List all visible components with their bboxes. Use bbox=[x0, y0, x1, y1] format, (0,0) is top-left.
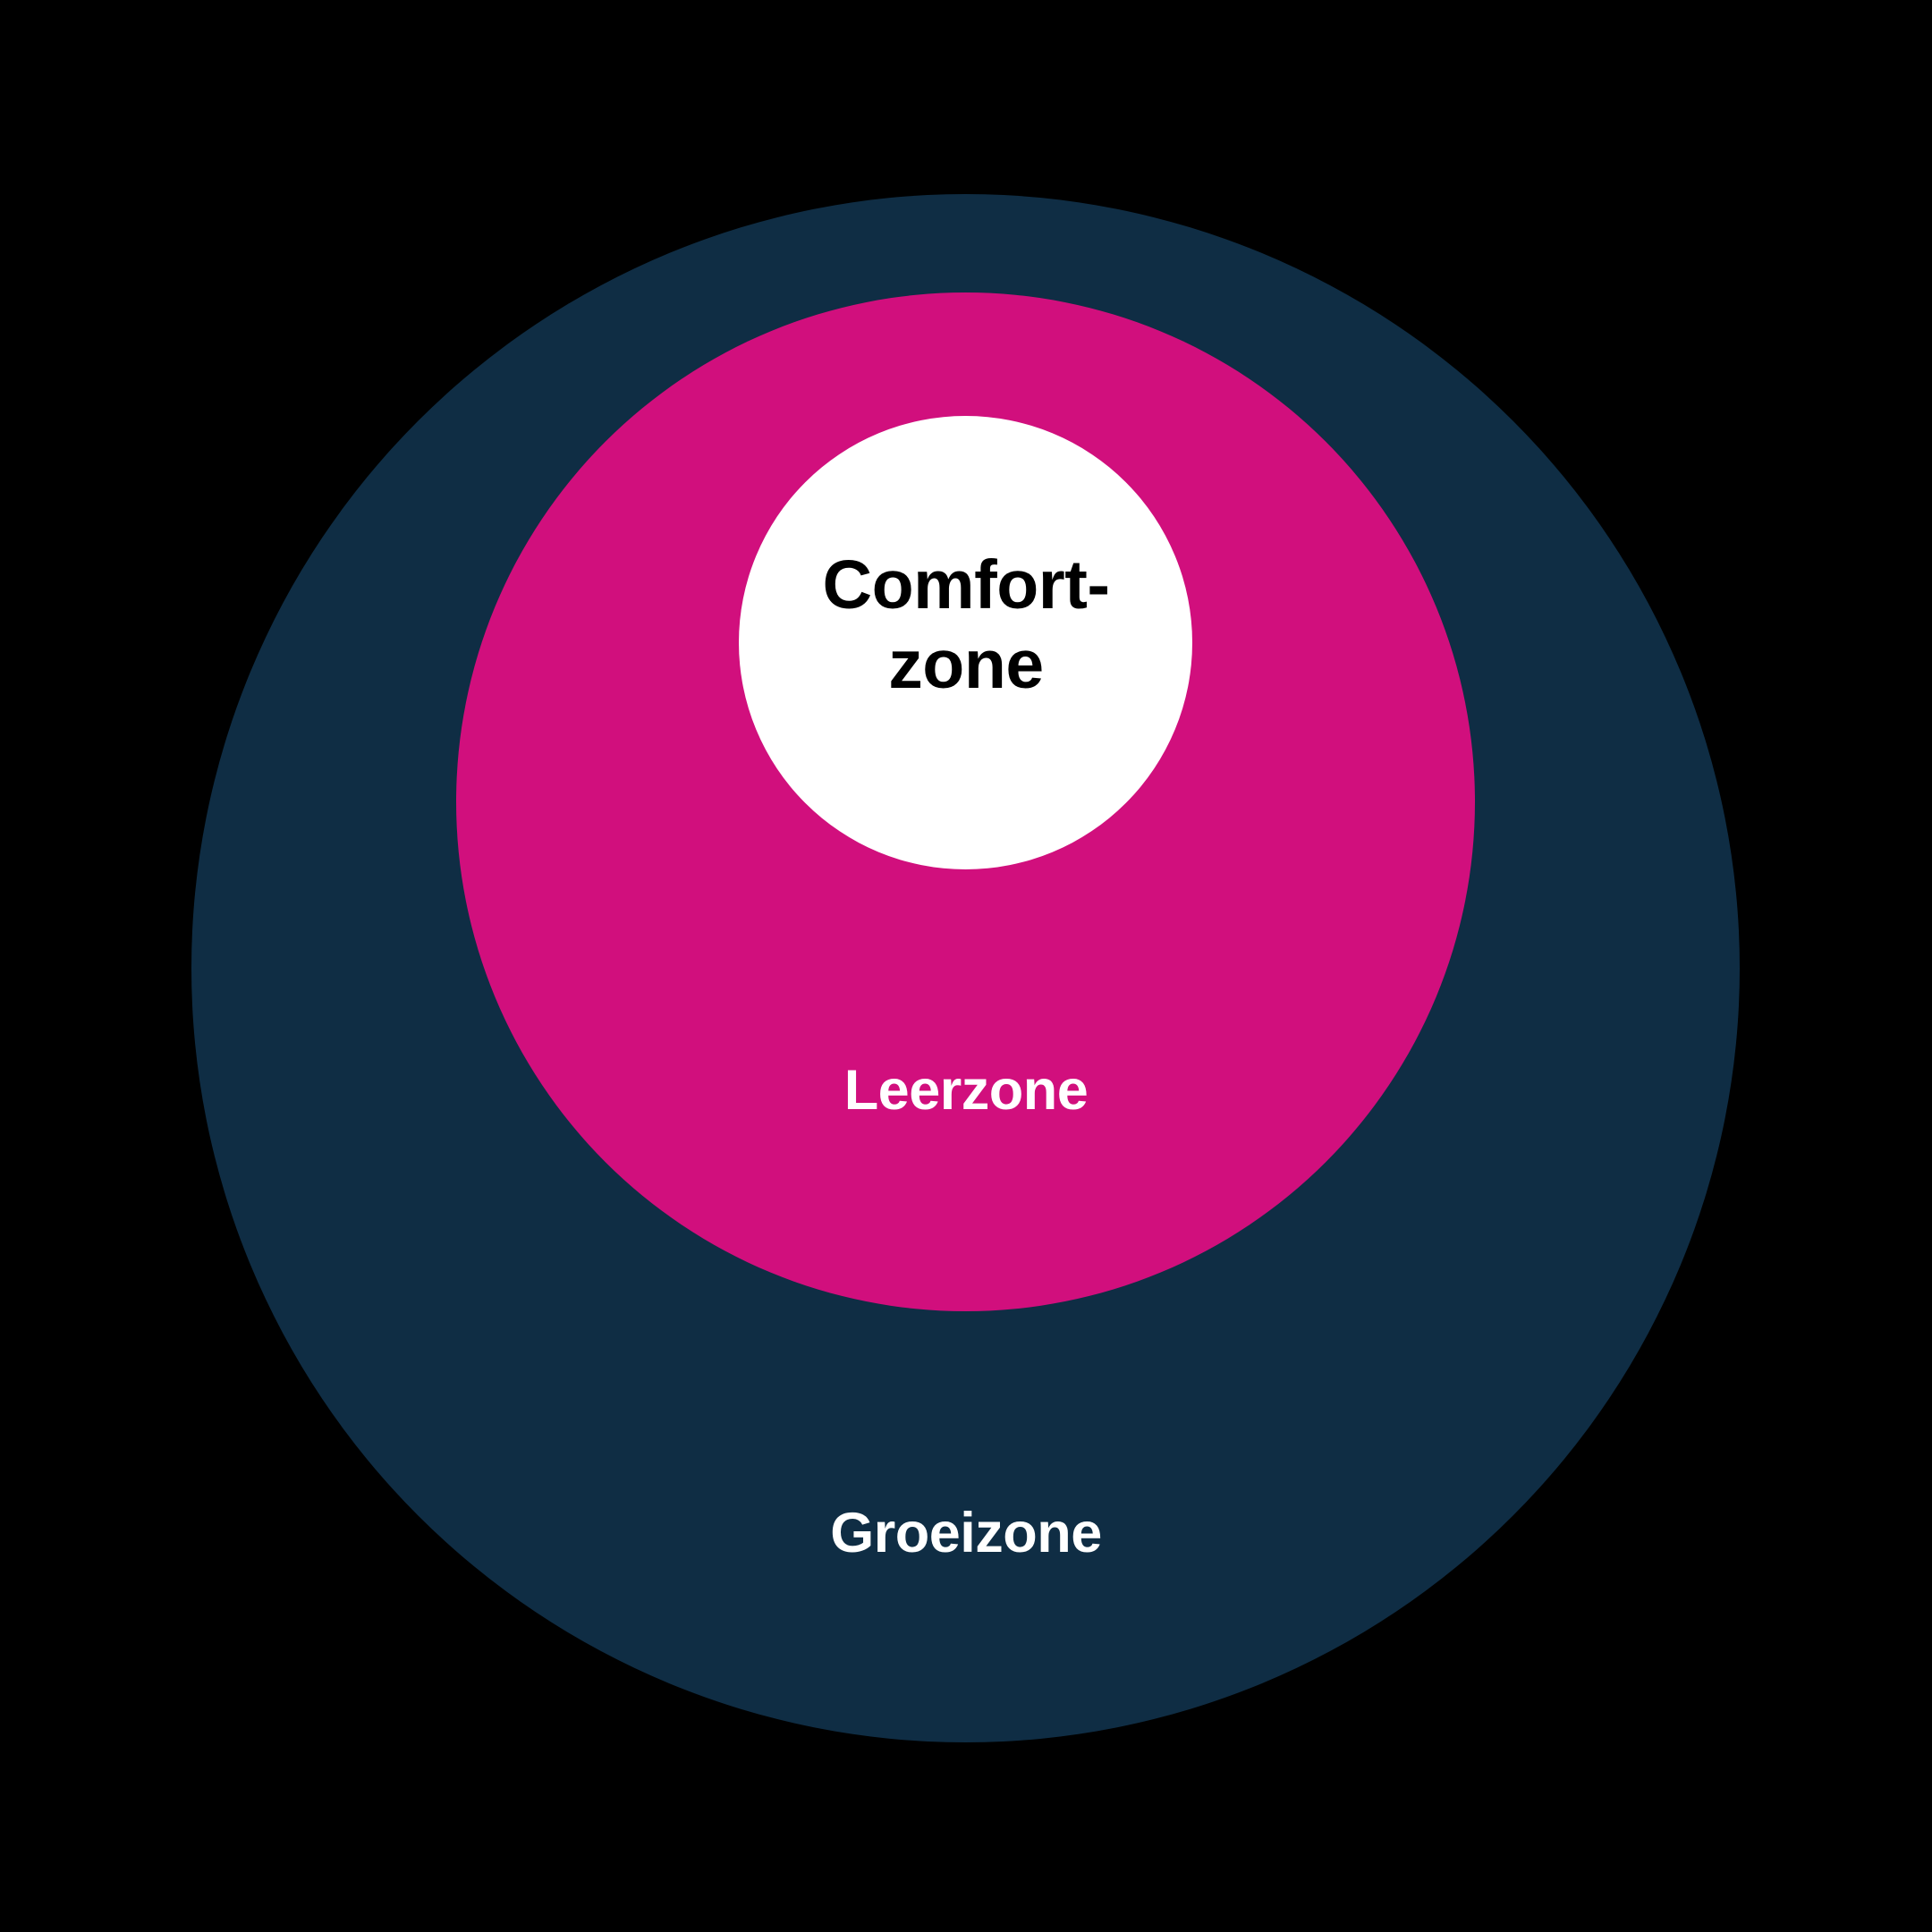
zone-circle-comfortzone[interactable] bbox=[738, 415, 1192, 869]
